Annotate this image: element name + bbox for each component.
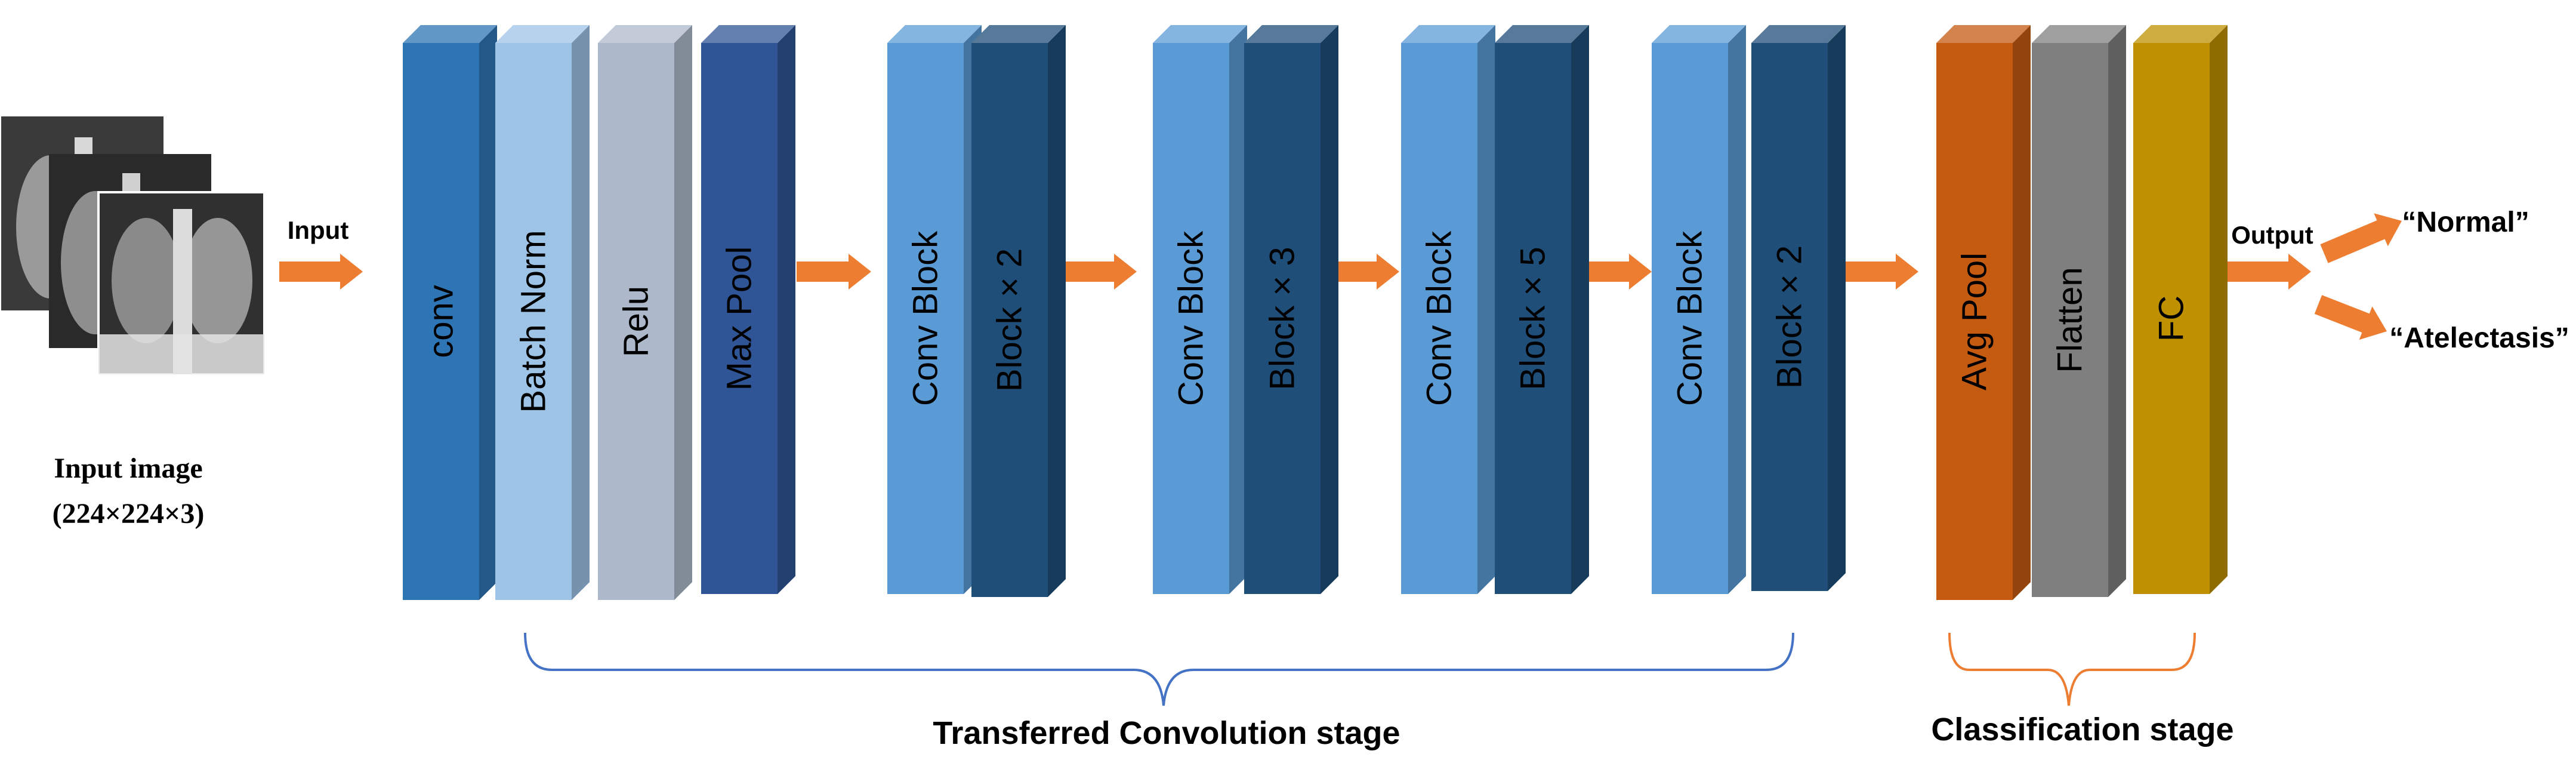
layer-front-face [403, 43, 479, 600]
flow-arrow [2314, 295, 2387, 340]
layer-batch-norm: Batch Norm [495, 25, 590, 600]
layer-side-face [2013, 25, 2031, 600]
layer-front-face [971, 43, 1048, 597]
layer-label: FC [2152, 296, 2191, 341]
layer-top-face [403, 25, 497, 43]
layer-front-face [1652, 43, 1728, 594]
layer-front-face [1244, 43, 1321, 594]
layer-block-x2-a: Block × 2 [971, 25, 1066, 597]
layer-top-face [1751, 25, 1846, 43]
flow-arrow [2226, 254, 2311, 290]
layer-relu: Relu [598, 25, 692, 600]
input-arrow-label: Input [288, 216, 349, 244]
layer-max-pool: Max Pool [701, 25, 795, 594]
layer-side-face [1571, 25, 1589, 594]
layer-side-face [674, 25, 692, 600]
layer-label: conv [422, 285, 461, 358]
layer-front-face [1401, 43, 1477, 594]
layer-front-face [1495, 43, 1571, 594]
input-image-size: (224×224×3) [53, 498, 205, 530]
layer-front-face [598, 43, 674, 600]
layer-top-face [2133, 25, 2228, 43]
layer-top-face [1936, 25, 2031, 43]
output-class-atelectasis: “Atelectasis” [2389, 322, 2569, 354]
xray-image-3 [97, 191, 266, 376]
transferred-convolution-stage-label: Transferred Convolution stage [933, 715, 1400, 751]
layer-top-face [701, 25, 795, 43]
layer-top-face [598, 25, 692, 43]
layer-front-face [701, 43, 778, 594]
layer-side-face [479, 25, 497, 600]
transferred-convolution-brace [524, 632, 1794, 706]
layer-block-x5: Block × 5 [1495, 25, 1589, 594]
layer-label: Conv Block [906, 230, 945, 406]
layer-label: Batch Norm [514, 230, 553, 413]
layer-avg-pool: Avg Pool [1936, 25, 2031, 600]
layer-label: Block × 2 [991, 248, 1029, 392]
layer-side-face [2108, 25, 2126, 597]
layer-top-face [2032, 25, 2126, 43]
layer-fc: FC [2133, 25, 2228, 594]
layer-conv: conv [403, 25, 497, 600]
classification-stage-label: Classification stage [1931, 712, 2233, 747]
layer-top-face [1401, 25, 1495, 43]
layer-label: Conv Block [1671, 230, 1710, 406]
layer-side-face [778, 25, 795, 594]
layer-top-face [1652, 25, 1746, 43]
input-image-stack [1, 116, 266, 376]
layer-side-face [1828, 25, 1846, 591]
flow-arrow [1062, 254, 1137, 290]
layer-top-face [971, 25, 1066, 43]
layer-side-face [1321, 25, 1338, 594]
layer-front-face [1751, 43, 1828, 591]
layer-label: Block × 2 [1770, 245, 1809, 389]
layer-top-face [495, 25, 590, 43]
flow-arrows [279, 213, 2402, 340]
layer-conv-block-4: Conv Block [1652, 25, 1746, 594]
layer-front-face [495, 43, 572, 600]
layer-side-face [1048, 25, 1066, 597]
layer-label: Conv Block [1420, 230, 1459, 406]
layer-label: Block × 5 [1514, 247, 1553, 390]
flow-arrow [797, 254, 871, 290]
layer-side-face [1728, 25, 1746, 594]
layer-conv-block-2: Conv Block [1153, 25, 1247, 594]
output-class-normal: “Normal” [2402, 207, 2529, 238]
layer-side-face [1477, 25, 1495, 594]
layer-side-face [572, 25, 590, 600]
input-image-caption: Input image [54, 453, 202, 484]
classification-brace [1948, 632, 2196, 706]
layer-side-face [2210, 25, 2228, 594]
layer-front-face [2032, 43, 2108, 597]
layer-conv-block-1: Conv Block [887, 25, 982, 594]
flow-arrow [1846, 254, 1918, 290]
layer-label: Max Pool [720, 247, 759, 391]
layer-conv-block-3: Conv Block [1401, 25, 1495, 594]
layer-side-face [1229, 25, 1247, 594]
flow-arrow [1578, 254, 1652, 290]
layer-front-face [2133, 43, 2210, 594]
output-arrow-label: Output [2231, 221, 2313, 249]
layer-flatten: Flatten [2032, 25, 2126, 597]
layer-block-x2-b: Block × 2 [1751, 25, 1846, 591]
layer-block-x3: Block × 3 [1244, 25, 1338, 594]
layer-front-face [887, 43, 964, 594]
layer-blocks: conv Batch Norm Relu Max Pool Conv Block Bloc… [403, 25, 2228, 600]
flow-arrow [2320, 213, 2402, 263]
layer-front-face [1936, 43, 2013, 600]
layer-top-face [1244, 25, 1338, 43]
layer-top-face [1495, 25, 1589, 43]
flow-arrow [1326, 254, 1399, 290]
layer-label: Block × 3 [1263, 247, 1302, 390]
layer-label: Avg Pool [1955, 253, 1994, 390]
layer-label: Conv Block [1172, 230, 1211, 406]
layer-label: Relu [617, 286, 656, 357]
layer-top-face [887, 25, 982, 43]
flow-arrow [279, 254, 363, 290]
layer-label: Flatten [2051, 267, 2090, 373]
layer-top-face [1153, 25, 1247, 43]
layer-front-face [1153, 43, 1229, 594]
